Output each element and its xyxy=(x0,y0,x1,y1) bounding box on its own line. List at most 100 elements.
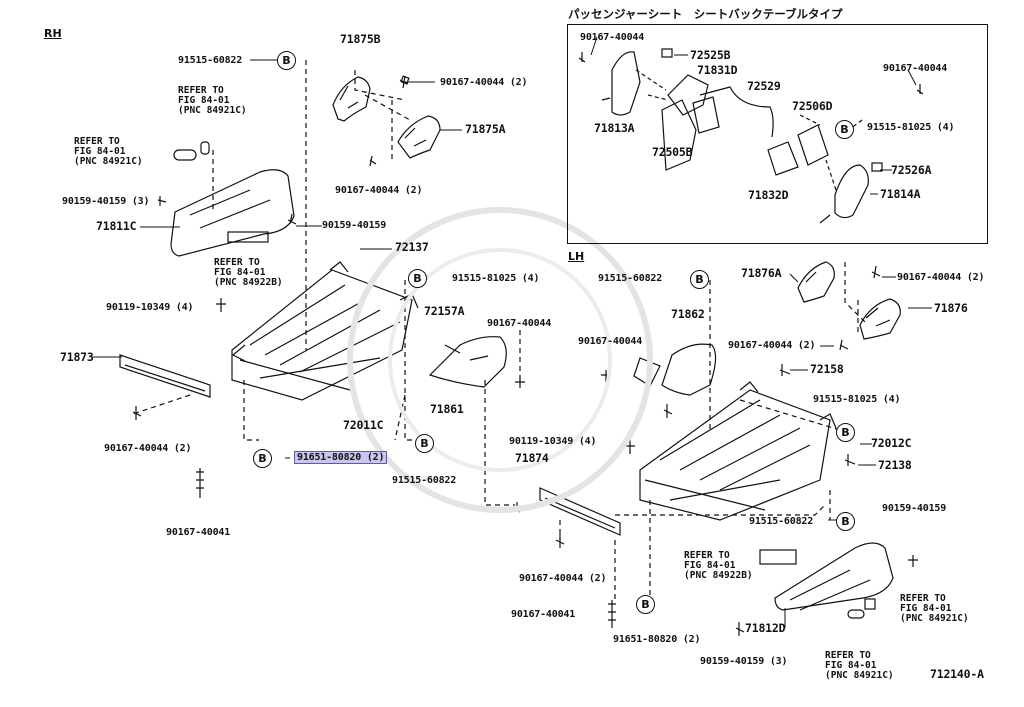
callout-b[interactable]: B xyxy=(415,434,434,453)
refer-note: REFER TO FIG 84-01 (PNC 84921C) xyxy=(825,651,894,681)
bracket-72505b-shape xyxy=(661,99,697,171)
part-label-71831d[interactable]: 71831D xyxy=(697,63,738,77)
part-label-90167-40044[interactable]: 90167-40044 (2) xyxy=(335,185,423,196)
section-label-lh: LH xyxy=(568,250,585,263)
refer-note: REFER TO FIG 84-01 (PNC 84921C) xyxy=(178,86,247,116)
part-label-72157a[interactable]: 72157A xyxy=(424,304,465,318)
callout-b[interactable]: B xyxy=(690,270,709,289)
part-label-90167-40044[interactable]: 90167-40044 (2) xyxy=(440,77,528,88)
part-label-71862[interactable]: 71862 xyxy=(671,307,705,321)
refer-line: (PNC 84921C) xyxy=(825,670,894,681)
bracket-72506d-shape xyxy=(797,124,829,166)
part-label-91515-81025[interactable]: 91515-81025 (4) xyxy=(813,394,901,405)
refer-line: REFER TO xyxy=(74,136,120,147)
refer-line: FIG 84-01 xyxy=(178,95,230,106)
part-label-91651-80820[interactable]: 91651-80820 (2) xyxy=(613,634,701,645)
part-label-90159-40159[interactable]: 90159-40159 (3) xyxy=(700,656,788,667)
callout-b[interactable]: B xyxy=(253,449,272,468)
part-label-90167-40044[interactable]: 90167-40044 (2) xyxy=(104,443,192,454)
refer-line: FIG 84-01 xyxy=(825,660,877,671)
part-label-91515-60822[interactable]: 91515-60822 xyxy=(598,273,663,284)
part-label-71814a[interactable]: 71814A xyxy=(880,187,921,201)
diagram-code: 712140-A xyxy=(930,667,984,681)
part-label-91515-81025[interactable]: 91515-81025 (4) xyxy=(867,122,955,133)
part-label-72137[interactable]: 72137 xyxy=(395,240,429,254)
callout-b[interactable]: B xyxy=(836,423,855,442)
part-label-71874[interactable]: 71874 xyxy=(515,451,549,465)
refer-line: (PNC 84922B) xyxy=(214,277,283,288)
hinge-cover-71875b-shape xyxy=(332,76,371,122)
callout-b[interactable]: B xyxy=(636,595,655,614)
hinge-cover-71876a-shape xyxy=(797,261,835,303)
part-label-90167-40044[interactable]: 90167-40044 xyxy=(883,63,948,74)
rail-71873-shape xyxy=(119,354,211,398)
refer-note: REFER TO FIG 84-01 (PNC 84922B) xyxy=(214,258,283,288)
refer-line: (PNC 84921C) xyxy=(74,156,143,167)
refer-note: REFER TO FIG 84-01 (PNC 84922B) xyxy=(684,551,753,581)
part-label-90159-40159[interactable]: 90159-40159 xyxy=(882,503,947,514)
part-label-72505b[interactable]: 72505B xyxy=(652,145,693,159)
refer-line: (PNC 84922B) xyxy=(684,570,753,581)
part-label-71811c[interactable]: 71811C xyxy=(96,219,137,233)
part-label-71832d[interactable]: 71832D xyxy=(748,188,789,202)
part-label-71873[interactable]: 71873 xyxy=(60,350,94,364)
part-label-71861[interactable]: 71861 xyxy=(430,402,464,416)
refer-line: REFER TO xyxy=(178,85,224,96)
inset-title: パッセンジャーシート シートバックテーブルタイプ xyxy=(568,7,843,21)
part-label-72529[interactable]: 72529 xyxy=(747,79,781,93)
part-label-90167-40044[interactable]: 90167-40044 (2) xyxy=(728,340,816,351)
part-label-71813a[interactable]: 71813A xyxy=(594,121,635,135)
part-label-90167-40044[interactable]: 90167-40044 xyxy=(580,32,645,43)
part-label-71875a[interactable]: 71875A xyxy=(465,122,506,136)
callout-b[interactable]: B xyxy=(835,120,854,139)
hinge-cover-71876-shape xyxy=(859,298,901,340)
part-label-91515-60822[interactable]: 91515-60822 xyxy=(392,475,457,486)
inset-box xyxy=(567,24,988,244)
part-label-90167-40044[interactable]: 90167-40044 xyxy=(578,336,643,347)
seat-frame-72012c-shape xyxy=(639,389,831,521)
hinge-cover-71875a-shape xyxy=(397,115,441,159)
part-label-72011c[interactable]: 72011C xyxy=(343,418,384,432)
part-label-71876a[interactable]: 71876A xyxy=(741,266,782,280)
part-label-71875b[interactable]: 71875B xyxy=(340,32,381,46)
part-label-72138[interactable]: 72138 xyxy=(878,458,912,472)
part-label-90159-40159[interactable]: 90159-40159 xyxy=(322,220,387,231)
bracket-71862-shape xyxy=(661,343,717,396)
cover-71814a-shape xyxy=(834,164,869,219)
part-label-91515-60822[interactable]: 91515-60822 xyxy=(178,55,243,66)
part-label-71812d[interactable]: 71812D xyxy=(745,621,786,635)
refer-line: REFER TO xyxy=(684,550,730,561)
section-label-rh: RH xyxy=(44,27,62,40)
part-label-90167-40044[interactable]: 90167-40044 (2) xyxy=(519,573,607,584)
part-label-72526a[interactable]: 72526A xyxy=(891,163,932,177)
seatback-trim-71813a-shape xyxy=(611,51,641,116)
rail-71874-shape xyxy=(539,487,621,536)
part-label-90159-40159[interactable]: 90159-40159 (3) xyxy=(62,196,150,207)
refer-line: (PNC 84921C) xyxy=(178,105,247,116)
callout-b[interactable]: B xyxy=(408,269,427,288)
part-label-90167-40041[interactable]: 90167-40041 xyxy=(166,527,231,538)
part-label-72158[interactable]: 72158 xyxy=(810,362,844,376)
refer-line: REFER TO xyxy=(825,650,871,661)
part-label-90119-10349[interactable]: 90119-10349 (4) xyxy=(106,302,194,313)
part-label-72012c[interactable]: 72012C xyxy=(871,436,912,450)
part-label-90167-40041[interactable]: 90167-40041 xyxy=(511,609,576,620)
part-label-71876[interactable]: 71876 xyxy=(934,301,968,315)
part-label-72506d[interactable]: 72506D xyxy=(792,99,833,113)
part-label-91515-60822[interactable]: 91515-60822 xyxy=(749,516,814,527)
refer-line: FIG 84-01 xyxy=(214,267,266,278)
refer-line: FIG 84-01 xyxy=(900,603,952,614)
part-label-72525b[interactable]: 72525B xyxy=(690,48,731,62)
part-label-91515-81025[interactable]: 91515-81025 (4) xyxy=(452,273,540,284)
part-label-90167-40044[interactable]: 90167-40044 (2) xyxy=(897,272,985,283)
bracket-71861-shape xyxy=(428,336,507,388)
part-label-90119-10349[interactable]: 90119-10349 (4) xyxy=(509,436,597,447)
seat-shield-71812d-shape xyxy=(774,542,894,611)
callout-b[interactable]: B xyxy=(277,51,296,70)
part-label-91651-80820-highlighted[interactable]: 91651-80820 (2) xyxy=(294,451,388,464)
callout-b[interactable]: B xyxy=(836,512,855,531)
refer-line: REFER TO xyxy=(214,257,260,268)
seat-frame-72011c-shape xyxy=(231,269,413,401)
part-label-90167-40044[interactable]: 90167-40044 xyxy=(487,318,552,329)
refer-note: REFER TO FIG 84-01 (PNC 84921C) xyxy=(900,594,969,624)
